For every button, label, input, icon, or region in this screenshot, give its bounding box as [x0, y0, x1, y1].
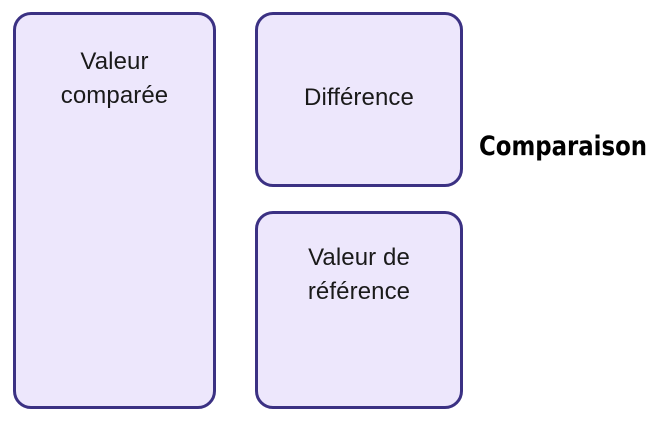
node-valeur-comparee[interactable]: Valeur comparée	[13, 12, 216, 409]
diagram-caption-comparaison: Comparaison	[479, 131, 648, 162]
node-valeur-reference-label: Valeur de référence	[307, 244, 411, 305]
node-difference-label: Différence	[304, 83, 414, 111]
node-difference[interactable]: Différence	[255, 12, 463, 187]
node-valeur-reference[interactable]: Valeur de référence	[255, 211, 463, 409]
node-valeur-comparee-label: Valeur comparée	[60, 48, 169, 109]
